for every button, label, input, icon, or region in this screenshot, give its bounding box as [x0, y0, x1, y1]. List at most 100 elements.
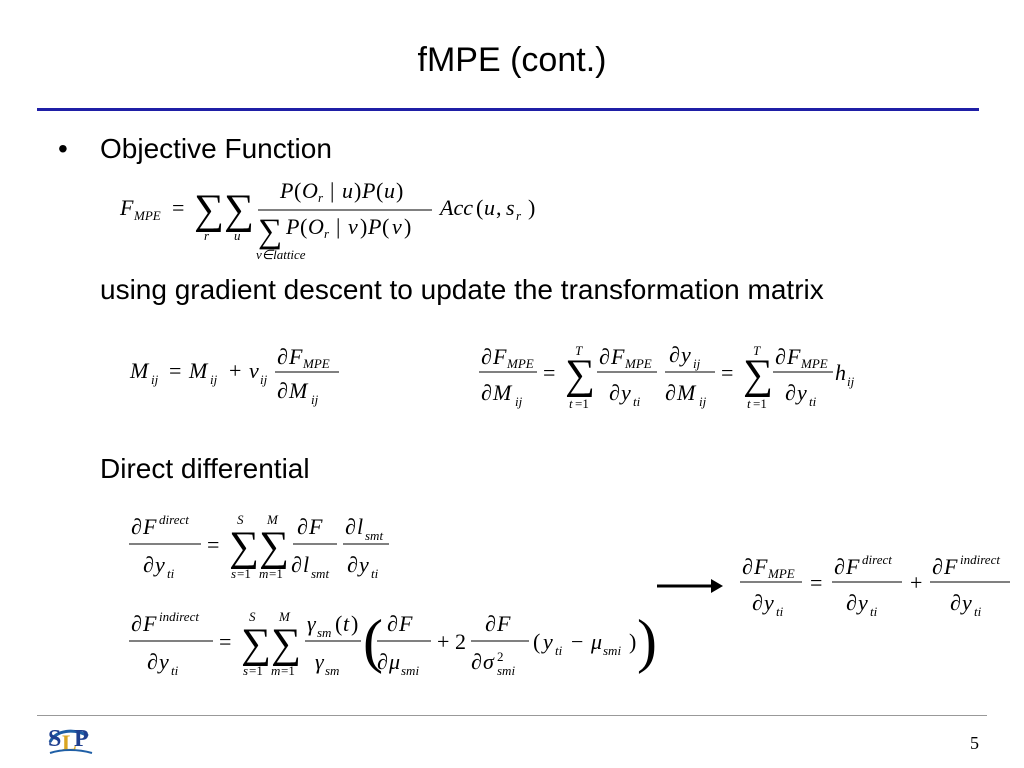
- svg-text:=: =: [810, 570, 822, 595]
- svg-text:∂: ∂: [345, 514, 356, 539]
- svg-text:(: (: [300, 214, 307, 239]
- svg-text:∂: ∂: [277, 344, 288, 369]
- svg-text:∑: ∑: [258, 213, 282, 250]
- svg-text:∑: ∑: [259, 524, 289, 570]
- subtext-direct-differential: Direct differential: [100, 453, 310, 484]
- svg-text:m: m: [271, 663, 280, 678]
- svg-text:ti: ti: [555, 643, 563, 658]
- svg-text:=: =: [172, 195, 184, 220]
- svg-text:F: F: [398, 611, 413, 636]
- svg-text:∂: ∂: [752, 590, 763, 615]
- svg-text:ij: ij: [151, 372, 159, 387]
- svg-text:y: y: [795, 380, 807, 405]
- equation-chain-rule: ∂ F MPE ∂ M ij = ∑ T t=1 ∂ F MPE ∂ y ti …: [479, 342, 855, 411]
- svg-text:ij: ij: [693, 356, 701, 371]
- slide-title: fMPE (cont.): [417, 41, 607, 79]
- bullet-objective-function: Objective Function: [100, 133, 332, 164]
- svg-text:ti: ti: [167, 566, 175, 581]
- svg-text:S: S: [237, 512, 244, 527]
- svg-text:∂: ∂: [485, 611, 496, 636]
- svg-text:ij: ij: [515, 394, 523, 409]
- svg-text:M: M: [676, 380, 697, 405]
- svg-text:∂: ∂: [147, 649, 158, 674]
- svg-text:∑: ∑: [743, 352, 773, 398]
- svg-text:smt: smt: [311, 566, 329, 581]
- svg-text:ij: ij: [210, 372, 218, 387]
- svg-text:indirect: indirect: [159, 609, 199, 624]
- svg-text:∂: ∂: [742, 554, 753, 579]
- svg-text:,: ,: [496, 195, 502, 220]
- svg-text:−: −: [571, 629, 583, 654]
- svg-text:ij: ij: [311, 392, 319, 407]
- svg-text:∂: ∂: [950, 590, 961, 615]
- svg-text:∂: ∂: [932, 554, 943, 579]
- svg-text:F: F: [610, 344, 625, 369]
- right-arrow-icon: [657, 579, 723, 593]
- svg-text:F: F: [786, 344, 801, 369]
- svg-text:ti: ti: [974, 604, 982, 619]
- svg-text:=: =: [543, 360, 555, 385]
- svg-text:=: =: [721, 360, 733, 385]
- svg-text:(: (: [363, 608, 383, 674]
- svg-text:∂: ∂: [471, 649, 482, 674]
- svg-text:y: y: [357, 552, 369, 577]
- svg-text:μ: μ: [388, 649, 400, 674]
- svg-text:=1: =1: [753, 396, 767, 411]
- svg-text:∂: ∂: [785, 380, 796, 405]
- svg-text:m: m: [259, 566, 268, 581]
- svg-text:P: P: [285, 214, 299, 239]
- svg-text:sm: sm: [325, 663, 339, 678]
- svg-text:γ: γ: [315, 649, 325, 674]
- svg-text:∂: ∂: [377, 649, 388, 674]
- svg-text:M: M: [278, 609, 291, 624]
- equation-direct: ∂ F direct ∂ y ti = ∑ S s=1 ∑ M m=1 ∂ F …: [129, 512, 389, 581]
- svg-text:=1: =1: [237, 566, 251, 581]
- svg-text:∑: ∑: [229, 524, 259, 570]
- svg-text:t: t: [747, 396, 751, 411]
- svg-text:): ): [637, 608, 657, 674]
- svg-text:Acc: Acc: [438, 195, 473, 220]
- svg-text:=1: =1: [575, 396, 589, 411]
- svg-text:v: v: [392, 214, 402, 239]
- svg-text:s: s: [506, 195, 515, 220]
- svg-text:): ): [629, 629, 636, 654]
- svg-text:u: u: [484, 195, 495, 220]
- svg-text:direct: direct: [862, 552, 892, 567]
- svg-text:): ): [528, 195, 535, 220]
- svg-text:MPE: MPE: [133, 208, 161, 223]
- svg-text:μ: μ: [590, 629, 602, 654]
- svg-text:l: l: [357, 514, 363, 539]
- svg-text:v: v: [348, 214, 358, 239]
- svg-text:y: y: [762, 590, 774, 615]
- svg-text:L: L: [62, 730, 77, 755]
- svg-text:(: (: [294, 178, 301, 203]
- svg-text:ti: ti: [371, 566, 379, 581]
- svg-text:∂: ∂: [609, 380, 620, 405]
- svg-text:F: F: [308, 514, 323, 539]
- svg-text:): ): [360, 214, 367, 239]
- svg-text:y: y: [541, 629, 553, 654]
- svg-text:(: (: [476, 195, 483, 220]
- svg-text:|: |: [330, 178, 334, 203]
- svg-text:T: T: [753, 343, 761, 358]
- svg-text:=: =: [219, 629, 231, 654]
- svg-text:indirect: indirect: [960, 552, 1000, 567]
- svg-text:∂: ∂: [481, 344, 492, 369]
- svg-text:ti: ti: [171, 663, 179, 678]
- svg-text:v∈lattice: v∈lattice: [256, 247, 306, 262]
- svg-text:∑: ∑: [241, 621, 271, 667]
- svg-text:ij: ij: [699, 394, 707, 409]
- svg-text:=: =: [207, 532, 219, 557]
- svg-text:(: (: [533, 629, 540, 654]
- svg-text:t: t: [343, 611, 350, 636]
- svg-text:∂: ∂: [834, 554, 845, 579]
- svg-text:y: y: [856, 590, 868, 615]
- svg-text:t: t: [569, 396, 573, 411]
- svg-text:sm: sm: [317, 625, 331, 640]
- svg-text:s: s: [231, 566, 236, 581]
- svg-text:smi: smi: [401, 663, 419, 678]
- page-number: 5: [970, 733, 979, 753]
- svg-text:∂: ∂: [143, 552, 154, 577]
- svg-text:): ): [396, 178, 403, 203]
- footer-divider: [37, 715, 987, 716]
